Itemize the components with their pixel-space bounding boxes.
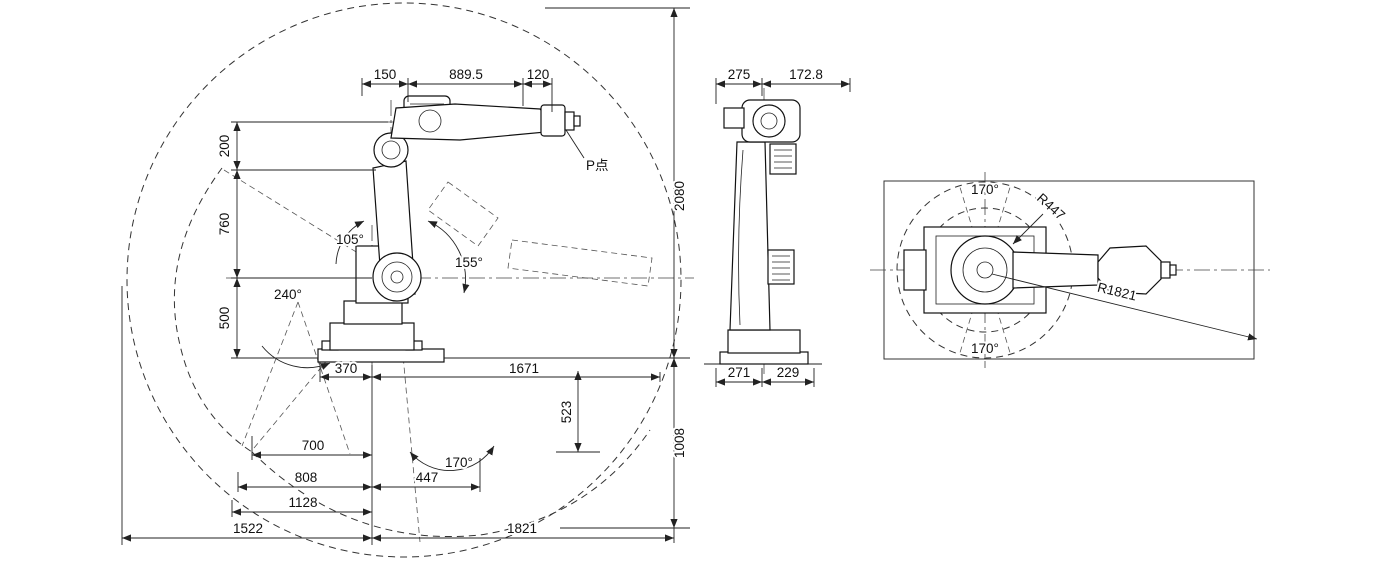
dim-889-5-label: 889.5 — [449, 67, 483, 82]
dim-1128-label: 1128 — [288, 495, 317, 510]
dim-200-label: 200 — [217, 135, 232, 158]
side-dimension-lines — [716, 80, 850, 386]
dim-447-label: 447 — [416, 470, 439, 485]
side-view: 275 172.8 271 229 — [704, 65, 851, 387]
dim-172-8-label: 172.8 — [789, 67, 823, 82]
angle-105-label: 105° — [336, 232, 364, 247]
dim-370-label: 370 — [335, 361, 358, 376]
angle-170-upper-label: 170° — [971, 182, 999, 197]
dim-760-label: 760 — [217, 213, 232, 236]
dim-229-label: 229 — [777, 365, 800, 380]
dim-523-label: 523 — [559, 401, 574, 424]
angle-170-lower-label: 170° — [971, 341, 999, 356]
p-point-leader — [565, 129, 585, 159]
dim-275-label: 275 — [728, 67, 751, 82]
r447-leader — [1012, 213, 1044, 245]
dim-2080-label: 2080 — [672, 181, 687, 211]
angle-155-label: 155° — [455, 255, 483, 270]
angle-170-label: 170° — [445, 455, 473, 470]
dim-1008-label: 1008 — [672, 428, 687, 458]
dim-150-label: 150 — [374, 67, 397, 82]
front-robot — [317, 95, 581, 363]
dim-808-label: 808 — [295, 470, 318, 485]
dim-1821-label: 1821 — [507, 521, 537, 536]
r1821-radius-line — [991, 273, 1258, 341]
front-dimension-lines — [122, 8, 678, 542]
dim-1522-label: 1522 — [233, 521, 263, 536]
dim-500-label: 500 — [217, 307, 232, 330]
front-angle-arcs — [261, 220, 495, 472]
angle-240-label: 240° — [274, 287, 302, 302]
dim-1671-label: 1671 — [509, 361, 539, 376]
p-point-label: P点 — [586, 158, 609, 173]
top-view: 170° 170° R447 R1821 — [870, 172, 1270, 368]
dim-271-label: 271 — [728, 365, 751, 380]
dim-120-label: 120 — [527, 67, 550, 82]
side-robot — [719, 99, 809, 365]
front-view: P点 105° 240° 155° 170° — [121, 2, 694, 558]
top-robot — [903, 226, 1177, 314]
dim-700-label: 700 — [302, 438, 325, 453]
